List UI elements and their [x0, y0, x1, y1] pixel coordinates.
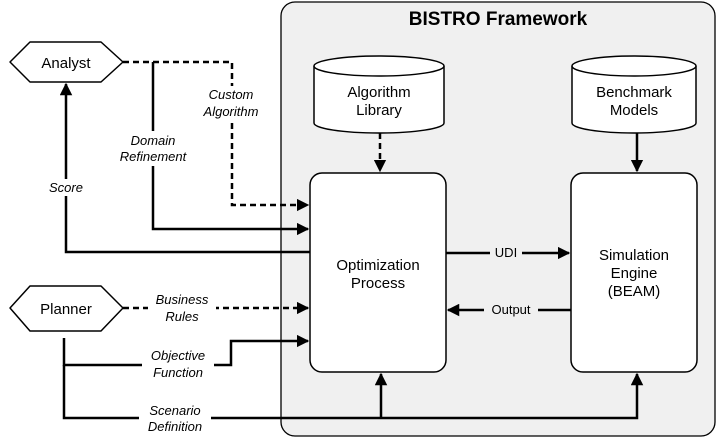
planner-node: Planner [9, 285, 124, 332]
score-label: Score [49, 180, 83, 195]
objective-function-label-2: Function [153, 365, 203, 380]
simulation-label-2: Engine [611, 265, 658, 282]
simulation-label-3: (BEAM) [608, 283, 661, 300]
edge-objective-function [62, 334, 310, 367]
edge-score [59, 82, 310, 254]
optimization-label-1: Optimization [336, 257, 419, 274]
domain-refinement-label-2: Refinement [120, 149, 188, 164]
algorithm-library-db: Algorithm Library [313, 55, 445, 134]
custom-algorithm-label-2: Algorithm [203, 104, 259, 119]
business-rules-label-2: Rules [165, 309, 199, 324]
scenario-definition-label-2: Definition [148, 419, 202, 434]
scenario-definition-label-1: Scenario [149, 403, 200, 418]
benchmark-models-db: Benchmark Models [571, 55, 697, 134]
output-label: Output [491, 302, 530, 317]
simulation-label-1: Simulation [599, 247, 669, 264]
udi-label: UDI [495, 245, 517, 260]
benchmark-models-label-1: Benchmark [596, 84, 672, 101]
algorithm-library-label-2: Library [356, 102, 402, 119]
planner-label: Planner [40, 301, 92, 318]
optimization-label-2: Process [351, 275, 405, 292]
algorithm-library-label-1: Algorithm [347, 84, 410, 101]
analyst-label: Analyst [41, 55, 91, 72]
domain-refinement-label-1: Domain [131, 133, 176, 148]
custom-algorithm-label-1: Custom [209, 87, 254, 102]
edge-custom-algorithm [123, 60, 310, 212]
edge-scenario-definition [62, 365, 644, 420]
framework-title: BISTRO Framework [409, 9, 588, 30]
simulation-engine-node: Simulation Engine (BEAM) [570, 172, 698, 373]
objective-function-label-1: Objective [151, 348, 205, 363]
analyst-node: Analyst [9, 41, 124, 83]
edge-domain-refinement [151, 62, 310, 236]
benchmark-models-label-2: Models [610, 102, 658, 119]
optimization-process-node: Optimization Process [309, 172, 447, 373]
business-rules-label-1: Business [156, 292, 209, 307]
